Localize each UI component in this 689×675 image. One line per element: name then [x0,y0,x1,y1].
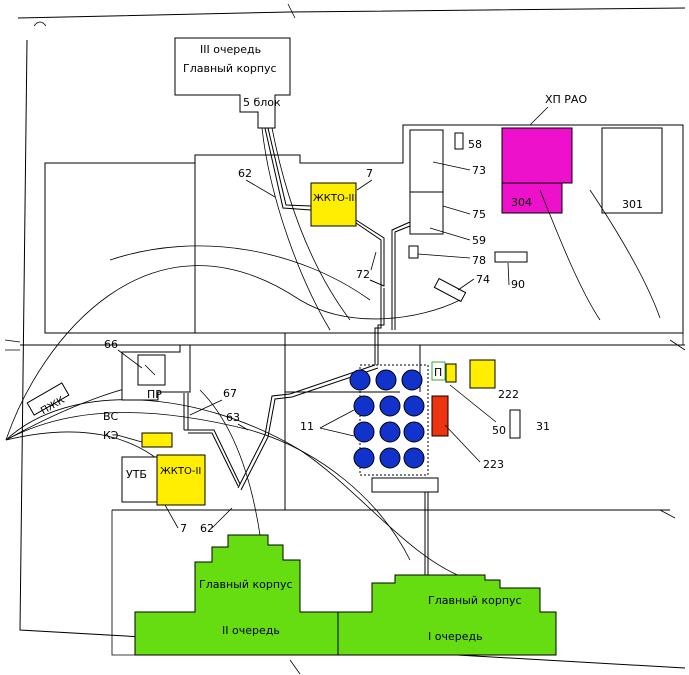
building-73 [409,129,444,193]
label-78: 78 [472,254,486,267]
main1-title: Главный корпус [428,594,522,607]
zhkto3-building: ЖКТО-III 7 62 [238,167,373,227]
unit-circle [349,369,371,391]
unit-circle [379,395,401,417]
label-304: 304 [511,196,532,209]
unit-circle [401,369,423,391]
unit-circle [379,421,401,443]
label-59: 59 [472,234,486,247]
upper-zone [44,124,684,345]
reactor-units: 11 [300,364,439,493]
label-222: 222 [498,388,519,401]
block5-label: 5 блок [243,96,281,109]
building-66-pr: 66 ПР [104,338,191,401]
label-66: 66 [104,338,118,351]
hp-rao-building [501,127,573,184]
building-222 [469,359,496,389]
label-50: 50 [492,424,506,437]
label-vs: ВС [103,410,119,423]
unit-circle [353,421,375,443]
label-zhkto2: ЖКТО-II [160,466,201,477]
label-223: 223 [483,458,504,471]
label-hp-rao: ХП РАО [545,93,587,106]
label-7-bottom: 7 [180,522,187,535]
main-building-queue1: Главный корпус I очередь [337,574,557,656]
building-p [431,361,446,381]
label-11: 11 [300,420,314,433]
queue3-building: III очередь Главный корпус 5 блок [174,37,291,129]
queue3-subtitle: Главный корпус [183,62,277,75]
label-ke: КЭ [103,429,119,442]
label-62-bottom: 62 [200,522,214,535]
building-ke [141,432,173,448]
pipelines: 72 [183,127,429,584]
unit-circle [403,447,425,469]
label-75: 75 [472,208,486,221]
building-31 [509,409,521,439]
building-58 [454,132,464,150]
building-74 [433,277,467,303]
right-cluster: П 222 223 50 31 [431,359,550,471]
main2-subtitle: II очередь [222,624,280,637]
label-7-top: 7 [366,167,373,180]
label-73: 73 [472,164,486,177]
unit-circle [379,447,401,469]
building-p2 [445,363,457,383]
label-pr: ПР [147,388,162,401]
utb-zhkto2-group: ВС КЭ УТБ ЖКТО-II 7 62 [103,410,233,535]
label-p: П [434,366,442,379]
main-building-queue2: Главный корпус II очередь [134,534,339,656]
label-58: 58 [468,138,482,151]
label-67: 67 [223,387,237,400]
building-zhkto2 [156,454,206,506]
label-zhkto3: ЖКТО-III [313,193,357,204]
label-74: 74 [476,273,490,286]
label-utb: УТБ [126,468,147,481]
unit-circle [403,395,425,417]
unit-circle [375,369,397,391]
main1-subtitle: I очередь [428,630,483,643]
label-72: 72 [356,268,370,281]
hp-rao-complex: 304 ХП РАО 301 58 73 75 59 78 74 90 [408,93,663,303]
label-62-top: 62 [238,167,252,180]
building-301 [601,127,663,214]
unit-circle [353,447,375,469]
building-223 [431,395,449,437]
building-78 [408,245,419,259]
unit-circle [353,395,375,417]
main2-title: Главный корпус [199,578,293,591]
building-90 [494,251,528,263]
building-utb [121,456,158,503]
queue3-title: III очередь [200,43,261,56]
label-90: 90 [511,278,525,291]
label-31: 31 [536,420,550,433]
label-63: 63 [226,411,240,424]
building-304 [501,182,563,214]
unit-base [371,477,439,493]
label-301: 301 [622,198,643,211]
unit-circle [403,421,425,443]
routes [5,127,661,581]
building-59 [409,191,444,235]
